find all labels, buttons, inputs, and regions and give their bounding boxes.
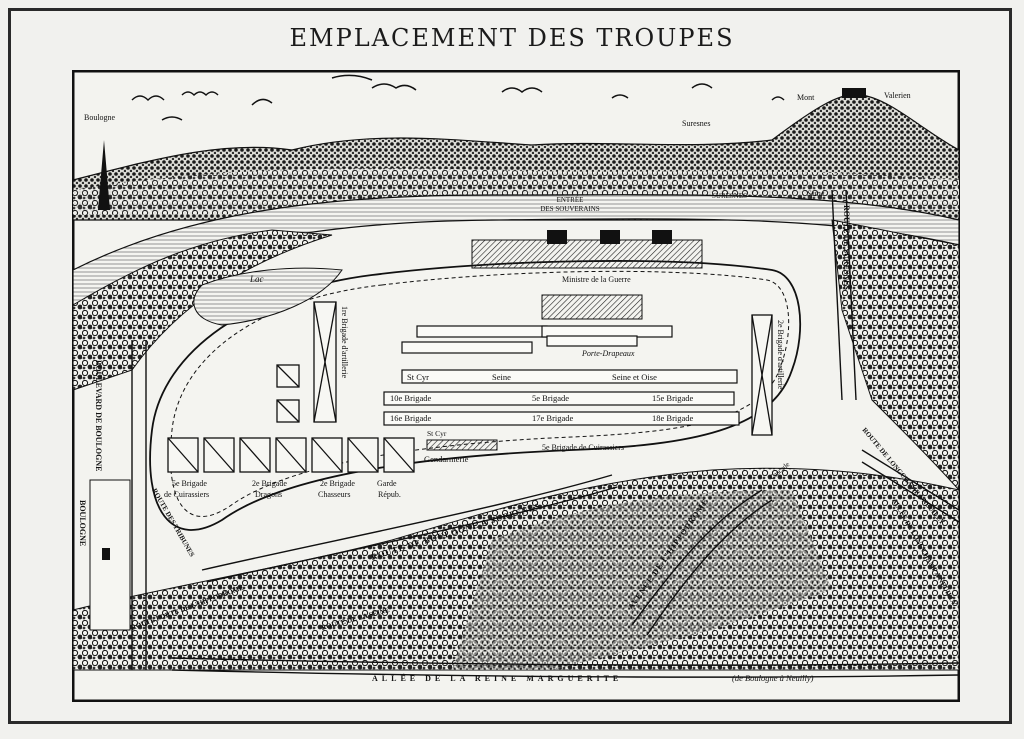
church-spire-icon xyxy=(98,140,110,210)
label-cav-cuirassiers: de Cuirassiers xyxy=(164,490,209,499)
gendarmerie-block xyxy=(426,439,498,451)
label-brigade-5: 5e Brigade xyxy=(532,393,569,403)
label-seine-et-oise: Seine et Oise xyxy=(612,372,657,382)
label-cav-2-brigade-b: 2e Brigade xyxy=(320,479,355,488)
label-brigade-cuirassiers-line: 5e Brigade de Cuirassiers xyxy=(542,443,624,452)
label-route-suresnes-right: ROUTE DE SURESNES xyxy=(842,205,851,290)
artillery-block xyxy=(276,301,773,436)
page-title: EMPLACEMENT DES TROUPES xyxy=(289,24,735,52)
label-de-boulogne-neuilly: (de Boulogne à Neuilly) xyxy=(732,673,814,683)
label-brigade-16: 16e Brigade xyxy=(390,413,432,423)
tribunes-building xyxy=(471,230,703,269)
label-ministre-guerre: Ministre de la Guerre xyxy=(562,275,631,284)
label-seine-river: Seine xyxy=(807,189,825,198)
label-cav-garde: Garde xyxy=(377,479,397,488)
label-boulogne-side: BOULOGNE xyxy=(78,500,87,546)
map-svg: Boulogne Suresnes Mont Valerien Seine EN… xyxy=(71,69,961,703)
label-brigade-10: 10e Brigade xyxy=(390,393,432,403)
label-boulogne-top: Boulogne xyxy=(84,113,116,122)
label-cav-repub: Répub. xyxy=(378,490,401,499)
label-artillery-left: 1re Brigade d'artillerie xyxy=(340,306,349,379)
lake xyxy=(193,267,343,326)
infantry-rows xyxy=(383,325,740,426)
left-woods xyxy=(72,229,333,391)
label-cav-5-brigade: 5e Brigade xyxy=(172,479,207,488)
label-artillery-right: 2e Brigade d'artillerie xyxy=(776,320,785,390)
label-valerien: Valerien xyxy=(884,91,911,100)
label-brigade-15: 15e Brigade xyxy=(652,393,694,403)
label-allee-reine: ALLÉE DE LA REINE MARGUERITE xyxy=(372,673,622,683)
cavalry-squares xyxy=(167,437,415,473)
label-gendarmerie: Gendarmerie xyxy=(424,454,469,464)
label-suresnes-top: Suresnes xyxy=(682,119,710,128)
label-porte-drapeaux: Porte-Drapeaux xyxy=(581,349,635,358)
label-seine-block: Seine xyxy=(492,372,511,382)
sky-clouds xyxy=(131,74,785,121)
fort-icon xyxy=(842,88,866,98)
map-engraving: Boulogne Suresnes Mont Valerien Seine EN… xyxy=(71,69,961,703)
label-brigade-17: 17e Brigade xyxy=(532,413,574,423)
label-cav-dragons: Dragons xyxy=(255,490,282,499)
roads xyxy=(131,189,960,678)
label-brigade-18: 18e Brigade xyxy=(652,413,694,423)
label-suresnes-road: SURESNES xyxy=(712,192,747,200)
label-cav-chasseurs: Chasseurs xyxy=(318,490,350,499)
page-border xyxy=(8,8,1012,724)
label-cav-2-brigade: 2e Brigade xyxy=(252,479,287,488)
label-boulevard-boulogne: BOULEVARD DE BOULOGNE xyxy=(94,360,103,471)
label-st-cyr-small: St Cyr xyxy=(427,429,447,438)
label-st-cyr: St Cyr xyxy=(407,372,429,382)
label-lac: Lac xyxy=(249,274,264,284)
stand-block xyxy=(541,294,643,320)
label-mont: Mont xyxy=(797,93,815,102)
